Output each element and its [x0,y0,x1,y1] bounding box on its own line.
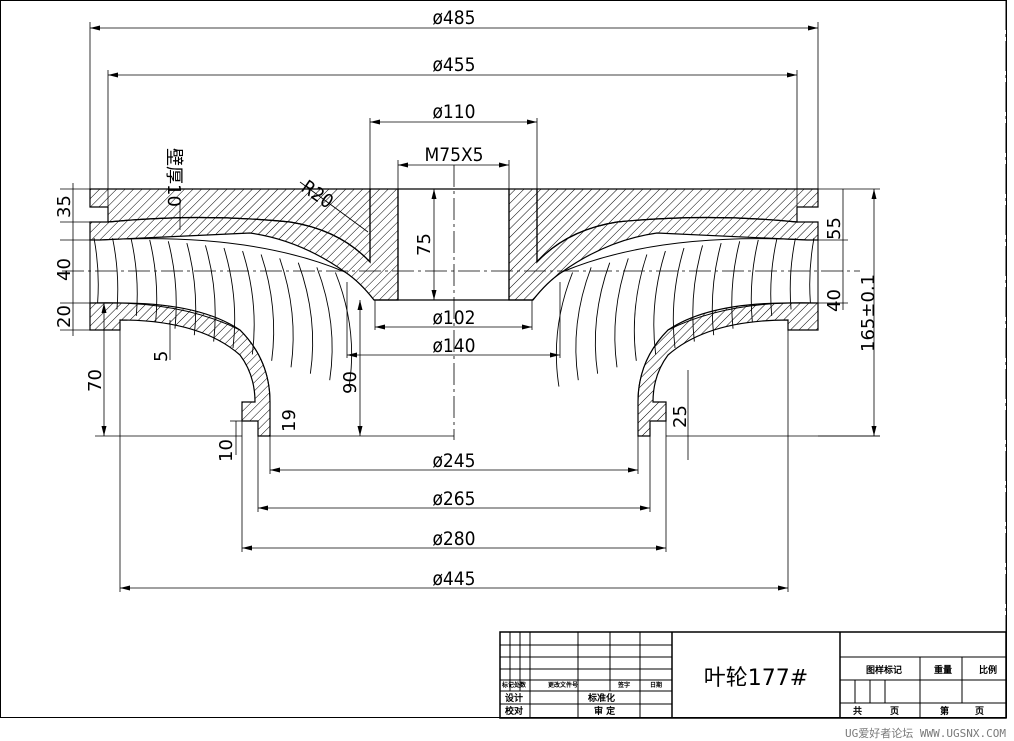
blade-line [575,267,592,381]
dim-d455: ø455 [432,54,475,76]
dim-d245: ø245 [432,450,475,472]
dim-v10: 10 [216,439,237,462]
tb-sign: 签字 [617,681,630,689]
tb-approve: 审 定 [594,705,616,717]
blade-lines [93,237,815,387]
tb-total: 共 [853,705,862,717]
blade-line [692,245,704,342]
blade-line [279,258,294,368]
blade-line [149,239,158,323]
blade-line [594,262,611,374]
blade-line [555,272,573,387]
blade-line [335,272,353,387]
flow-line-right-bottom [637,302,819,403]
blade-line [672,247,685,349]
dim-v165: 165±0.1 [858,274,879,352]
dim-d140: ø140 [432,335,475,357]
dim-v55: 55 [824,217,845,240]
dim-v25: 25 [670,405,691,428]
blade-line [204,245,216,342]
dim-d102: ø102 [432,307,475,329]
blade-line [223,247,236,349]
impeller-section [89,188,819,437]
blade-line [653,250,666,355]
dim-v75: 75 [414,233,435,256]
blade-line [297,262,314,374]
tb-sheet: 第 [940,705,949,717]
tb-sample-mark: 图样标记 [866,664,902,676]
shroud-right [637,302,819,437]
dim-d485: ø485 [432,7,475,29]
blade-line [614,258,629,368]
title-block-texts: 标记处数 更改文件号 签字 日期 设计 标准化 校对 审 定 叶轮177# 图样… [501,664,997,717]
dim-v70: 70 [85,369,106,392]
blade-line [242,250,255,355]
dim-v90: 90 [340,371,361,394]
dim-d280: ø280 [432,528,475,550]
watermark: UG爱好者论坛 WWW.UGSNX.COM [845,726,1006,740]
tb-scale: 比例 [979,664,997,676]
dim-v40-left: 40 [54,258,75,281]
blade-line [130,238,138,316]
dimension-texts: ø485 ø455 ø110 M75X5 R20 壁厚10 ø102 ø140 … [54,7,879,590]
blade-line [731,241,741,329]
blade-line [770,238,778,316]
blade-line [316,267,333,381]
blade-line [167,241,177,329]
blade-line [260,254,275,361]
dim-v40-right: 40 [824,289,845,312]
dim-v20: 20 [54,305,75,328]
dimension-arrows [90,25,877,591]
dimension-lines [60,22,880,592]
tb-weight: 重量 [934,664,952,676]
dim-wall: 壁厚10 [163,148,184,207]
tb-change-doc: 更改文件号 [548,681,578,689]
blade-line [186,242,197,336]
flow-line-left-bottom [89,302,271,403]
tb-part-name: 叶轮177# [704,666,808,691]
dim-d110: ø110 [432,101,475,123]
blade-line [112,238,119,310]
tb-date: 日期 [650,681,662,689]
tb-page2: 页 [975,706,984,717]
dim-d265: ø265 [432,488,475,510]
blade-line [789,238,796,310]
dim-d445: ø445 [432,568,475,590]
shroud-left [89,302,271,437]
dim-v35: 35 [54,195,75,218]
tb-design: 设计 [505,692,523,704]
tb-check: 校对 [505,705,523,717]
title-block [499,631,1007,719]
blade-line [750,239,759,323]
tb-page: 页 [890,706,899,717]
flow-line-right-top [532,238,818,301]
dim-v19: 19 [279,409,300,432]
tb-mark: 标记处数 [501,681,527,689]
blade-line [711,242,722,336]
flow-line-left-top [90,238,375,301]
blade-line [93,237,99,304]
dim-m75: M75X5 [424,144,483,166]
tb-standardize: 标准化 [587,692,615,704]
blade-line [633,254,648,361]
dim-v5: 5 [151,351,172,362]
blade-line [809,237,815,304]
